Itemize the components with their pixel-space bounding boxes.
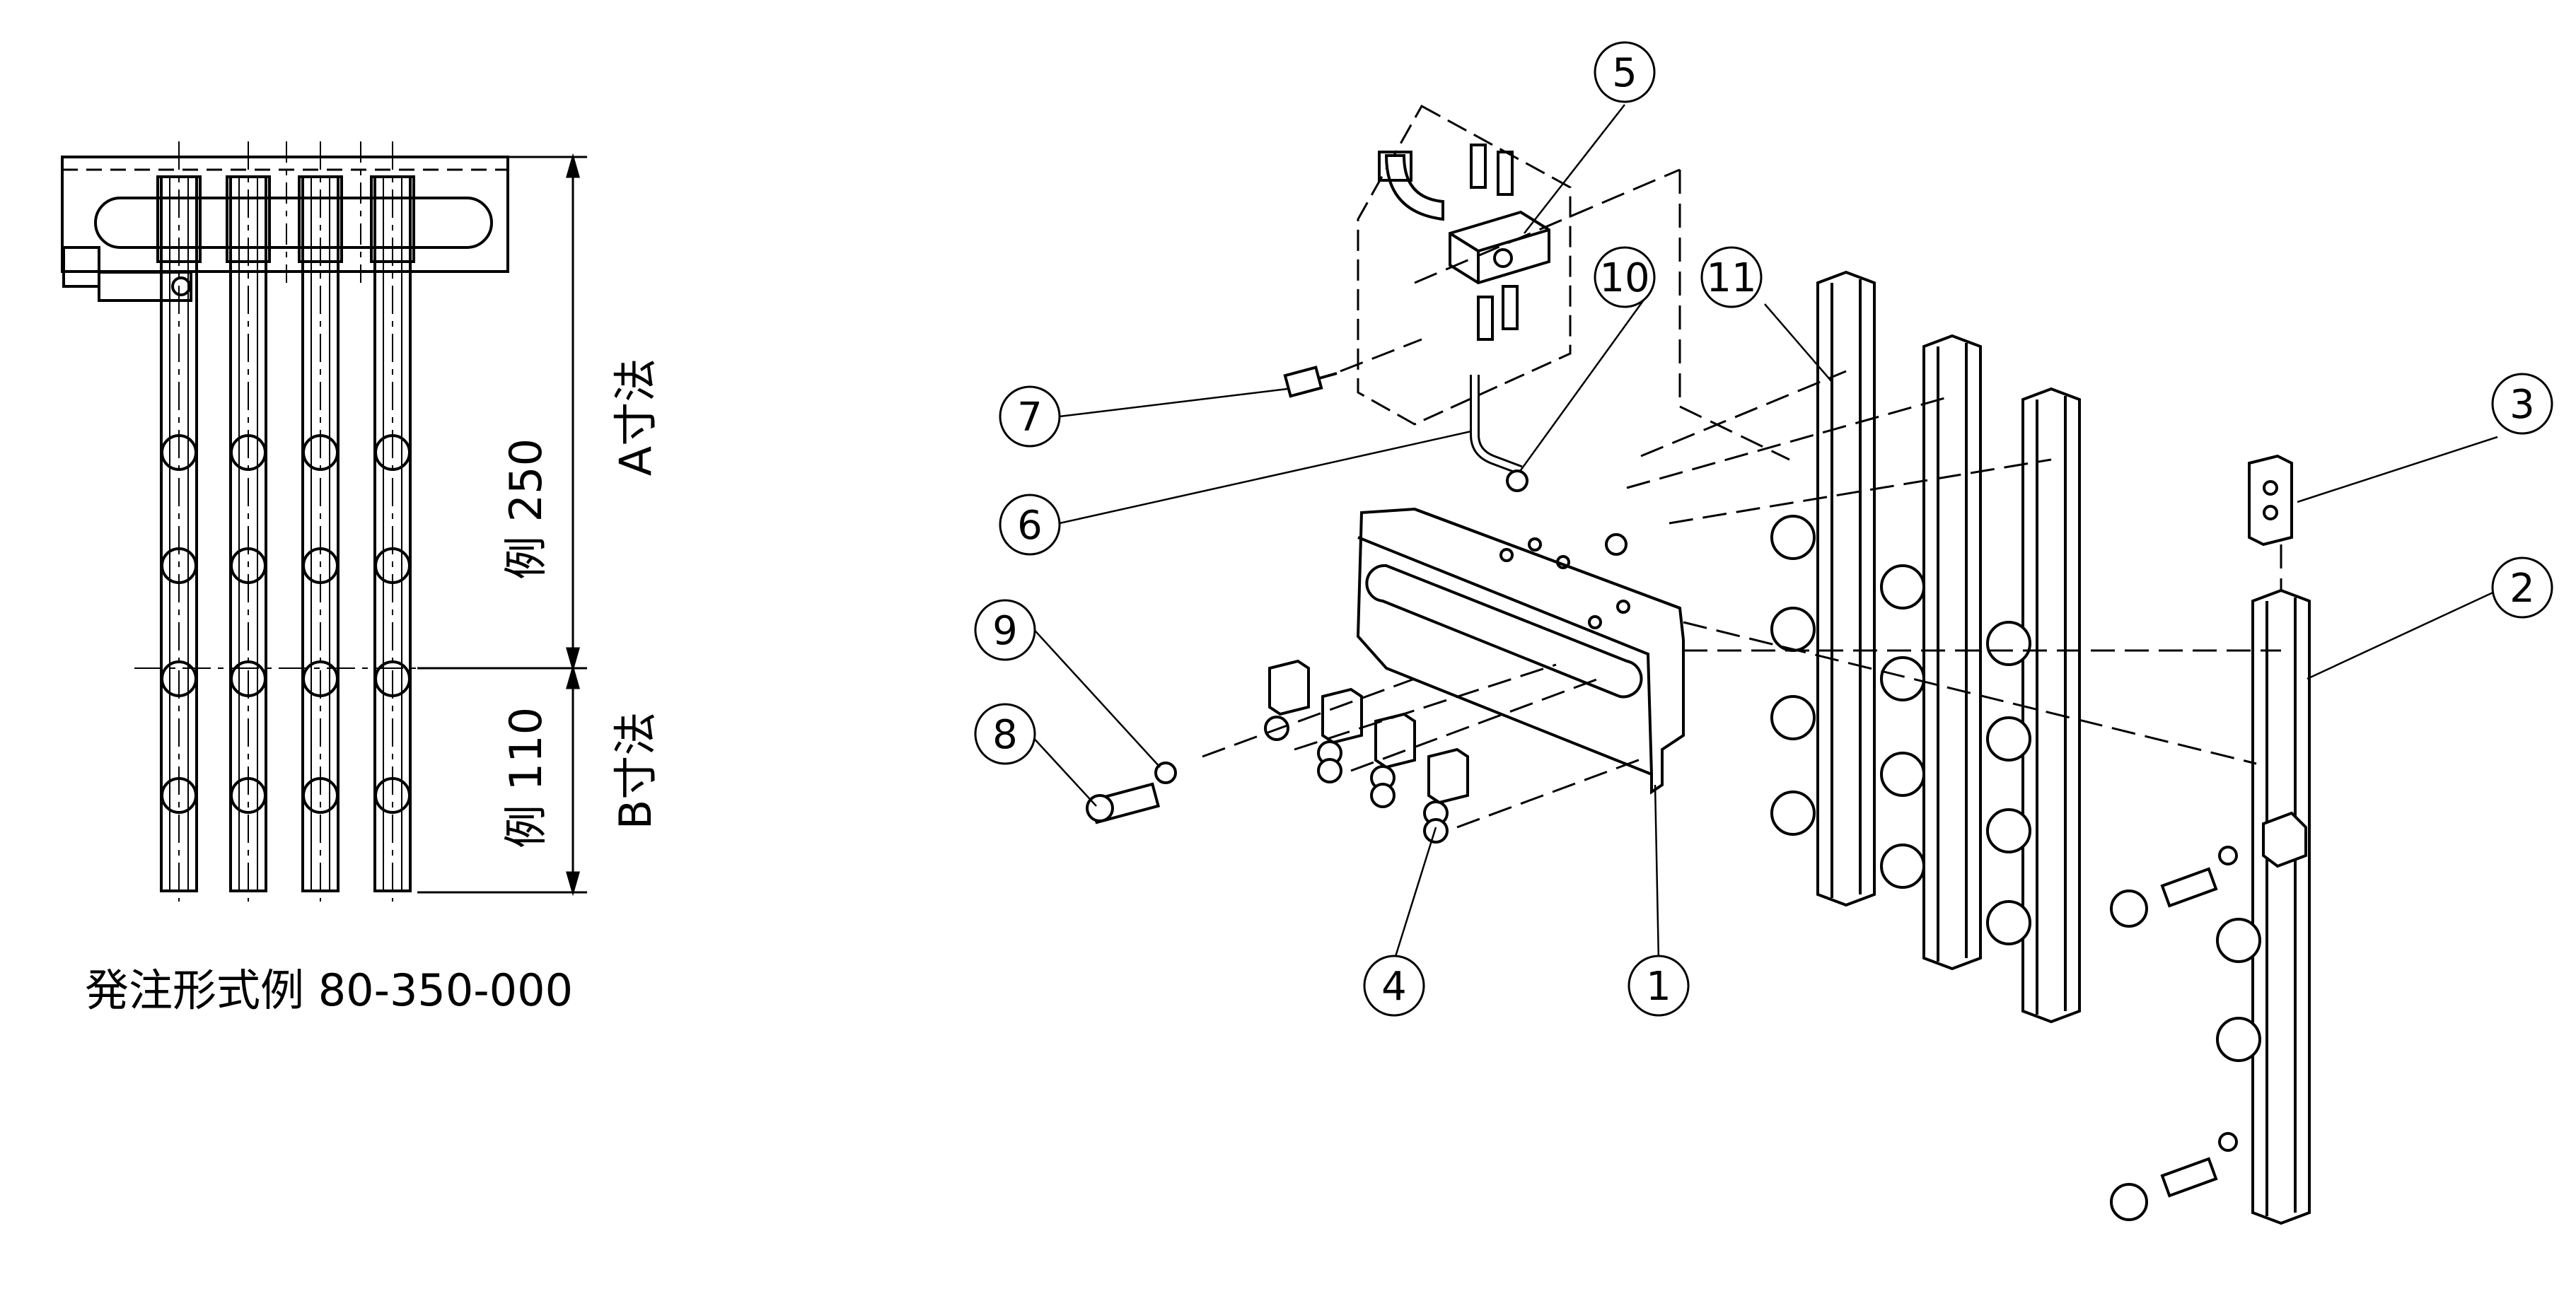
bolt-8 [1086, 782, 1161, 824]
screw-7 [1283, 366, 1338, 398]
balloon-10: 10 [1594, 246, 1656, 308]
svg-text:9: 9 [992, 608, 1018, 654]
dimension-lines [417, 153, 587, 897]
balloon-2: 2 [2491, 556, 2553, 619]
front-view [61, 141, 573, 902]
svg-text:5: 5 [1612, 50, 1637, 96]
part-balloons: 1 2 3 4 5 6 7 8 [974, 41, 2553, 1017]
exploded-view [1086, 104, 2311, 1225]
screw-10 [1506, 469, 1528, 492]
main-bracket [1356, 507, 1685, 795]
rail-assembly-2 [2110, 588, 2311, 1225]
balloon-8: 8 [974, 703, 1036, 765]
order-example-caption: 発注形式例 80-350-000 [85, 964, 574, 1016]
svg-text:4: 4 [1381, 964, 1407, 1010]
detail-box-manifold [1357, 104, 1572, 426]
leader-lines [1029, 104, 2498, 962]
svg-text:3: 3 [2510, 382, 2535, 428]
dim-a-value: 例 250 [500, 438, 552, 580]
suction-cup-row-4 [161, 777, 411, 814]
svg-text:7: 7 [1017, 395, 1043, 441]
balloon-9: 9 [974, 599, 1036, 661]
suction-cup-row-3 [161, 660, 411, 697]
rail-assembly-a [1770, 270, 1876, 907]
rail-2 [226, 175, 271, 892]
dim-b-label: B寸法 [610, 712, 661, 830]
svg-text:10: 10 [1599, 255, 1649, 301]
balloon-7: 7 [999, 385, 1061, 448]
rail-assembly-b [1880, 334, 1982, 971]
svg-text:8: 8 [992, 712, 1018, 758]
svg-text:1: 1 [1646, 964, 1671, 1010]
balloon-6: 6 [999, 494, 1061, 556]
balloon-3: 3 [2491, 373, 2553, 435]
svg-text:6: 6 [1017, 503, 1043, 549]
dim-a-label: A寸法 [610, 358, 661, 476]
slider-blocks [1264, 659, 1469, 844]
balloon-4: 4 [1363, 955, 1425, 1017]
balloon-11: 11 [1700, 246, 1763, 308]
end-block-3 [2248, 454, 2293, 547]
manifold-block [1378, 144, 1550, 341]
washer-9 [1154, 762, 1177, 784]
balloon-5: 5 [1594, 41, 1656, 103]
balloon-1: 1 [1628, 955, 1690, 1017]
header-bar [61, 156, 509, 273]
rail-assembly-c [1986, 387, 2081, 1024]
assembly-lines [1202, 168, 2282, 829]
suction-cup-row-2 [161, 547, 411, 584]
elbow-fitting [62, 246, 100, 288]
svg-text:11: 11 [1706, 255, 1756, 301]
suction-cup-row-1 [161, 434, 411, 471]
slot [94, 197, 493, 249]
dim-b-value: 例 110 [500, 707, 552, 848]
svg-text:2: 2 [2510, 566, 2535, 612]
